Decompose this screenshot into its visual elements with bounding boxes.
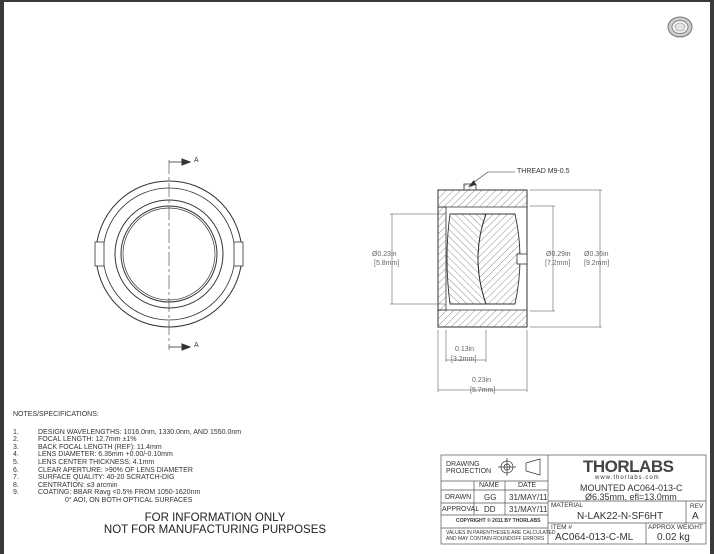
mid-dia-mm: [7.2mm]	[545, 260, 571, 267]
note-text: CENTRATION: ≤3 arcmin	[38, 481, 118, 489]
material-value: N-LAK22-N-SF6HT	[577, 511, 664, 522]
item-label: ITEM #	[551, 524, 572, 531]
note-item: 0° AOI, ON BOTH OPTICAL SURFACES	[13, 497, 241, 505]
lens-thumbnail-icon	[667, 16, 693, 38]
disclaimer: FOR INFORMATION ONLY NOT FOR MANUFACTURI…	[100, 512, 330, 536]
values-note-line-2: AND MAY CONTAIN ROUNDOFF ERRORS	[446, 536, 545, 542]
total-len-in: 0.23in	[472, 377, 492, 384]
front-view	[94, 158, 244, 351]
note-item: 6. CLEAR APERTURE: >90% OF LENS DIAMETER	[13, 467, 241, 475]
window-frame-top	[0, 0, 714, 2]
drawing-projection-line-2: PROJECTION	[446, 468, 492, 475]
drawn-label: DRAWN	[445, 494, 472, 501]
approval-name: DD	[484, 505, 496, 514]
title-line-2: Ø6.35mm, efl=13.0mm	[585, 492, 677, 502]
note-text: BACK FOCAL LENGTH (REF): 11.4mm	[38, 443, 162, 451]
outer-dia-mm: [9.2mm]	[584, 260, 610, 267]
note-item: 8. CENTRATION: ≤3 arcmin	[13, 482, 241, 490]
material-label: MATERIAL	[551, 502, 584, 509]
note-text: LENS CENTER THICKNESS: 4.1mm	[38, 458, 155, 466]
note-item: 1. DESIGN WAVELENGTHS: 1016.0nm, 1330.0nm…	[13, 429, 241, 437]
note-item: 7. SURFACE QUALITY: 40-20 SCRATCH-DIG	[13, 474, 241, 482]
values-note: VALUES IN PARENTHESES ARE CALCULATED AND…	[446, 530, 555, 542]
left-dia-mm: [5.8mm]	[374, 260, 400, 267]
values-note-line-1: VALUES IN PARENTHESES ARE CALCULATED	[446, 530, 556, 536]
window-frame-left	[0, 0, 4, 554]
disclaimer-line-1: FOR INFORMATION ONLY	[144, 512, 286, 524]
note-num: 6.	[13, 466, 19, 474]
note-item: 3. BACK FOCAL LENGTH (REF): 11.4mm	[13, 444, 241, 452]
website: www.thorlabs.com	[595, 475, 660, 481]
approval-date: 31/MAY/11	[509, 505, 548, 514]
outer-dia-in: Ø0.36in	[584, 251, 609, 258]
note-item: 4. LENS DIAMETER: 6.35mm +0.00/-0.10mm	[13, 451, 241, 459]
note-text: SURFACE QUALITY: 40-20 SCRATCH-DIG	[38, 474, 175, 482]
left-dia-in: Ø0.23in	[372, 251, 397, 258]
note-num: 1.	[13, 428, 19, 436]
note-num: 4.	[13, 451, 19, 459]
name-header: NAME	[479, 482, 500, 489]
approval-label: APPROVAL	[442, 506, 480, 513]
note-text: DESIGN WAVELENGTHS: 1016.0nm, 1330.0nm, …	[38, 428, 242, 436]
note-num: 3.	[13, 443, 19, 451]
weight-value: 0.02 kg	[657, 532, 690, 543]
note-num	[13, 497, 65, 505]
item-value: AC064-013-C-ML	[555, 532, 634, 543]
note-item: 5. LENS CENTER THICKNESS: 4.1mm	[13, 459, 241, 467]
copyright: COPYRIGHT © 2011 BY THORLABS	[456, 518, 541, 524]
section-label-top: A	[194, 157, 199, 164]
disclaimer-line-2: NOT FOR MANUFACTURING PURPOSES	[103, 524, 327, 536]
note-num: 8.	[13, 481, 19, 489]
note-item: 9. COATING: BBAR Ravg <0.5% FROM 1050-162…	[13, 489, 241, 497]
note-text: 0° AOI, ON BOTH OPTICAL SURFACES	[65, 496, 193, 504]
note-text: FOCAL LENGTH: 12.7mm ±1%	[38, 436, 137, 444]
weight-label: APPROX WEIGHT	[648, 524, 703, 531]
drawing-projection-line-1: DRAWING	[446, 461, 480, 468]
note-num: 9.	[13, 489, 19, 497]
notes-specifications: NOTES/SPECIFICATIONS: 1. DESIGN WAVELENGT…	[13, 411, 241, 505]
inner-len-mm: [3.2mm]	[451, 356, 477, 363]
section-label-bottom: A	[194, 342, 199, 349]
mid-dia-in: Ø0.29in	[546, 251, 571, 258]
note-item: 2. FOCAL LENGTH: 12.7mm ±1%	[13, 436, 241, 444]
note-num: 2.	[13, 436, 19, 444]
date-header: DATE	[518, 482, 537, 489]
drawn-name: GG	[484, 493, 497, 502]
total-len-mm: [5.7mm]	[470, 387, 496, 394]
note-text: COATING: BBAR Ravg <0.5% FROM 1050-1620n…	[38, 489, 201, 497]
dimension-lines	[390, 189, 602, 392]
note-num: 7.	[13, 474, 19, 482]
title-line-1: MOUNTED AC064-013-C	[580, 483, 683, 493]
notes-title: NOTES/SPECIFICATIONS:	[13, 411, 99, 418]
window-frame-right	[710, 0, 714, 554]
drawn-date: 31/MAY/11	[509, 493, 548, 502]
inner-len-in: 0.13in	[455, 346, 475, 353]
drawing-projection-label: DRAWING PROJECTION	[446, 461, 491, 475]
section-view	[437, 171, 528, 328]
note-num: 5.	[13, 458, 19, 466]
note-text: LENS DIAMETER: 6.35mm +0.00/-0.10mm	[38, 451, 173, 459]
thread-label: THREAD M9-0.5	[517, 168, 570, 175]
rev-label: REV	[690, 503, 704, 510]
thorlabs-logo: THORLABS	[583, 457, 674, 476]
rev-value: A	[692, 511, 699, 522]
note-text: CLEAR APERTURE: >90% OF LENS DIAMETER	[38, 466, 193, 474]
